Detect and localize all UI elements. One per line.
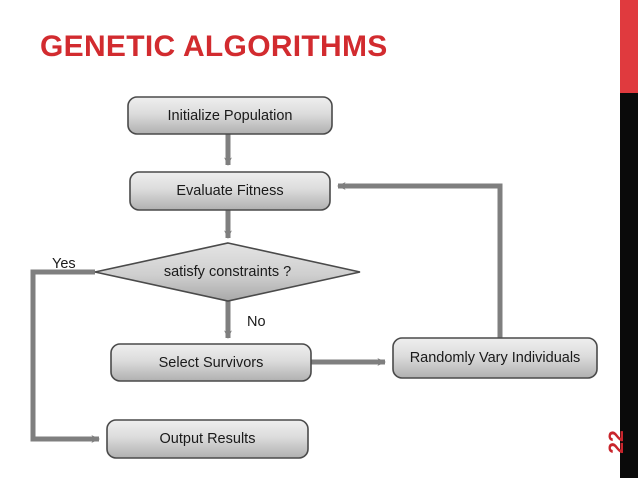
node-randomly-vary-individuals[interactable] (392, 337, 598, 379)
node-select-survivors[interactable] (110, 343, 312, 382)
edge-decision-yes (30, 269, 101, 443)
edge-accent-bar-black (620, 93, 638, 478)
node-evaluate-fitness[interactable] (129, 171, 331, 211)
node-satisfy-constraints[interactable] (94, 242, 361, 302)
page-title: GENETIC ALGORITHMS (40, 30, 388, 63)
node-initialize-population[interactable] (127, 96, 333, 135)
edge-label-no: No (247, 314, 266, 330)
edge-label-yes: Yes (52, 256, 76, 272)
node-output-results[interactable] (106, 419, 309, 459)
edge-vary-to-evaluate (336, 182, 503, 338)
edge-white-gap (615, 0, 620, 478)
edge-accent-bar-red (620, 0, 638, 93)
